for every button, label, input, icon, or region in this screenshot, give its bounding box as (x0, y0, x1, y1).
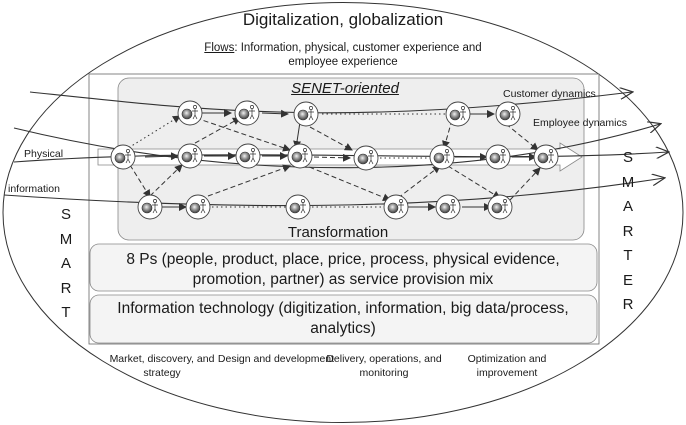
link (124, 115, 181, 151)
employee-dynamics-label: Employee dynamics (533, 117, 627, 129)
network-node (177, 143, 203, 169)
link (509, 167, 541, 201)
link (447, 165, 501, 199)
flows-label: Flows (204, 42, 235, 54)
network-node (185, 194, 211, 220)
link (129, 164, 151, 198)
link (293, 121, 302, 149)
network-node (287, 143, 313, 169)
network-node (137, 194, 163, 220)
network-node (234, 100, 260, 126)
link (187, 117, 241, 148)
network-node (110, 144, 136, 170)
physical-flow-label: Physical (24, 148, 64, 160)
network-node (285, 194, 311, 220)
information-flow-curve (3, 178, 664, 207)
network-node (353, 145, 379, 171)
link (144, 152, 179, 161)
network-node (533, 144, 559, 170)
link (397, 165, 441, 199)
link (505, 123, 539, 151)
diagram-title: Digitalization, globalization (242, 10, 444, 29)
flows-text: : Information, physical, customer experi… (234, 42, 482, 68)
network-node (495, 101, 521, 127)
phase-label: Delivery, operations, and monitoring (326, 353, 442, 379)
information-technology-text: Information technology (digitization, in… (117, 300, 569, 337)
network-node (445, 101, 471, 127)
senet-label: SENET-oriented (291, 80, 399, 97)
node-layer (110, 100, 559, 220)
ps-box (89, 243, 598, 292)
smart-label: SMART (59, 206, 73, 321)
customer-dynamics-label: Customer dynamics (503, 88, 596, 100)
link (195, 117, 291, 152)
network-node (485, 144, 511, 170)
flows-caption: Flows: Information, physical, customer e… (183, 41, 503, 69)
phase-label: Design and development (217, 353, 335, 365)
it-box (89, 294, 598, 344)
link (313, 153, 351, 162)
phase-label: Optimization and improvement (467, 353, 547, 379)
employee-flow-curve (13, 124, 660, 169)
network-node (177, 100, 203, 126)
link (207, 164, 291, 197)
network-node (383, 194, 409, 220)
smarter-label: SMARTER (621, 149, 635, 313)
ps-mix-text: 8 Ps (people, product, place, price, pro… (126, 251, 560, 288)
information-flow-label: information (8, 183, 60, 195)
link (442, 119, 453, 149)
network-node (429, 144, 455, 170)
phase-label: Market, discovery, and strategy (109, 353, 215, 379)
network-node (235, 143, 261, 169)
transformation-label: Transformation (287, 224, 389, 241)
network-node (435, 194, 461, 220)
network-node (293, 101, 319, 127)
network-node (487, 194, 513, 220)
link (261, 109, 289, 118)
